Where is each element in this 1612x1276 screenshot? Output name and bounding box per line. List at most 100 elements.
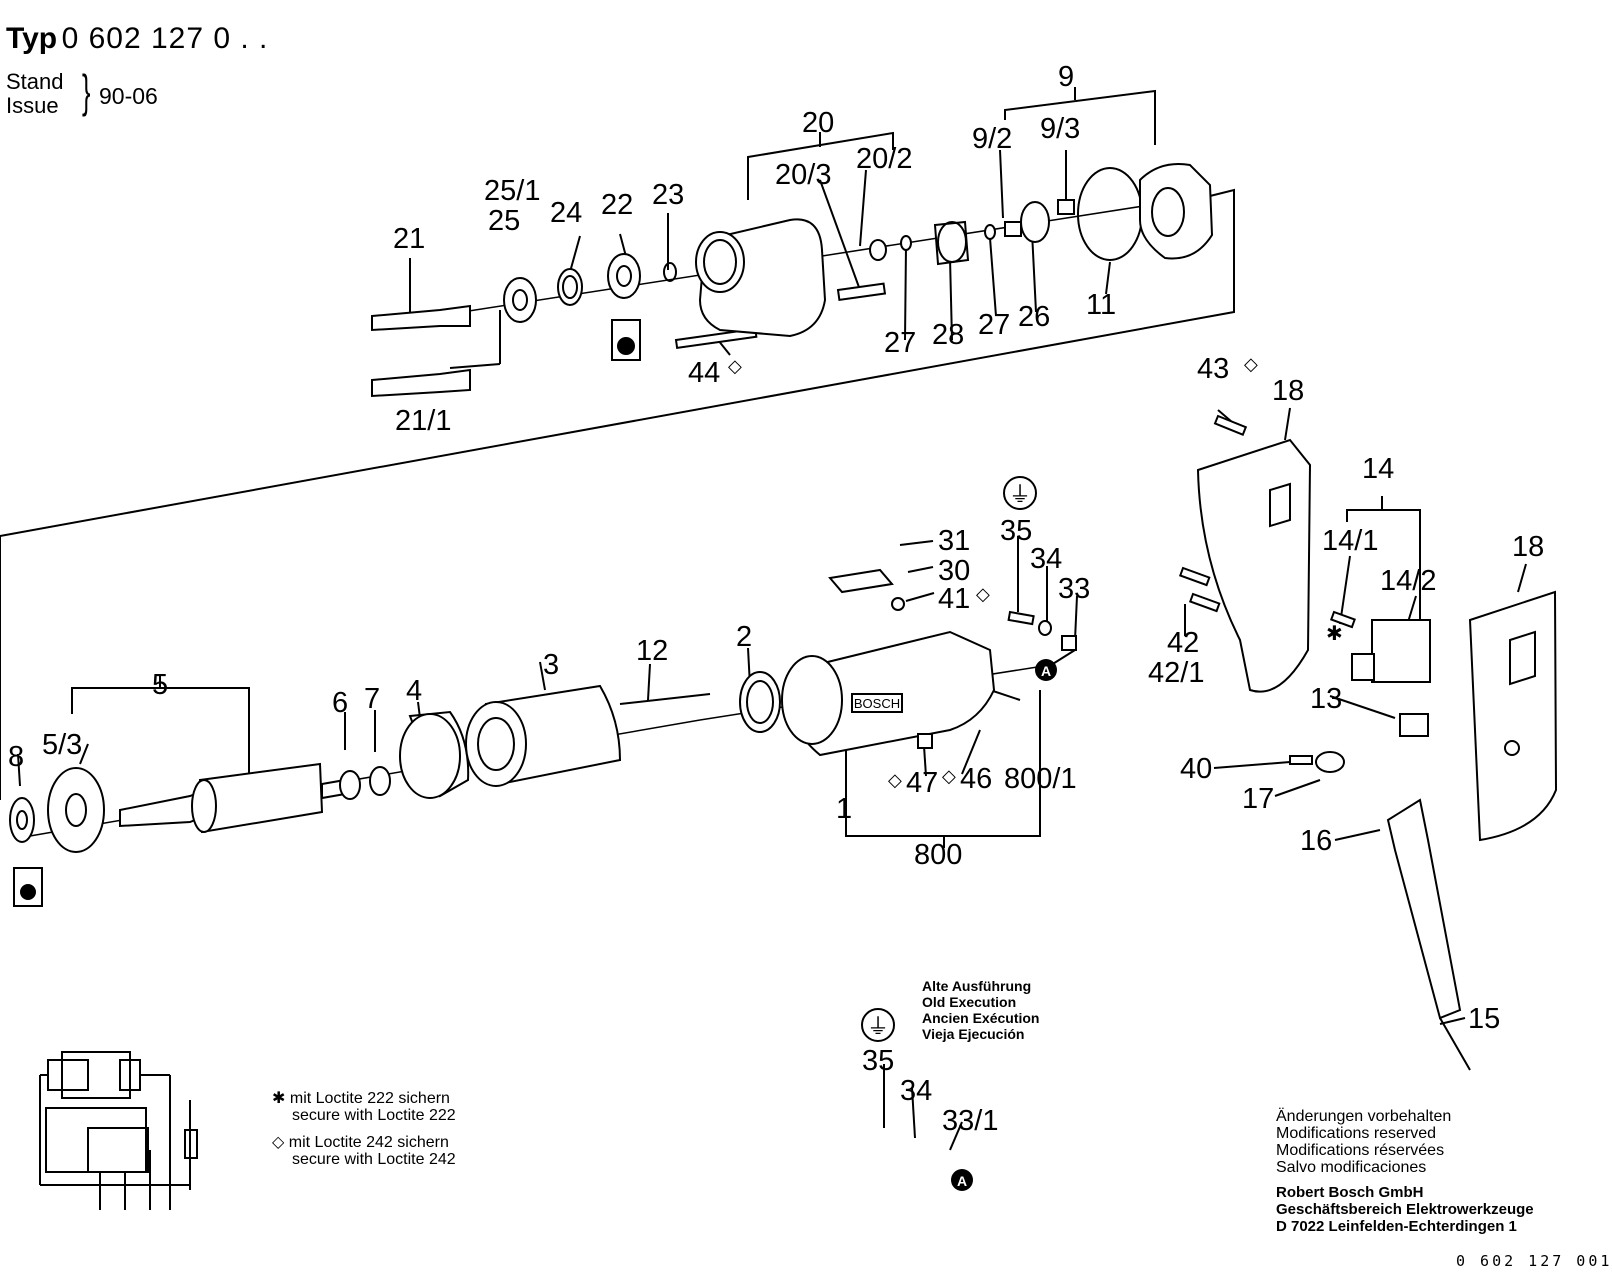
part-label: 15 <box>1468 1003 1500 1035</box>
part-label: 12 <box>636 635 668 667</box>
loctite-242-icon: ◇ <box>942 766 956 787</box>
part-label: 9/2 <box>972 123 1012 155</box>
part-label: 14/2 <box>1380 565 1436 597</box>
part-label: 1 <box>836 793 852 825</box>
old-execution-line: Old Execution <box>922 994 1017 1010</box>
part-label: 17 <box>1242 783 1274 815</box>
spindle-21-1 <box>371 368 471 398</box>
gear-module-parts <box>371 163 1214 398</box>
issue-date: 90-06 <box>99 83 158 109</box>
old-execution-note: Alte Ausführung Old Execution Ancien Exé… <box>922 978 1039 1042</box>
brand-mark: BOSCH <box>854 696 900 711</box>
part-label: 35 <box>1000 515 1032 547</box>
pin-20-3 <box>836 282 887 302</box>
clip-13 <box>1399 713 1429 737</box>
brace-icon: } <box>82 65 91 117</box>
part-label: 27 <box>884 327 916 359</box>
part-label: 14/1 <box>1322 525 1378 557</box>
part-label: 5/3 <box>42 729 82 761</box>
part-label: 21 <box>393 223 425 255</box>
type-number: 0 602 127 0 . . <box>61 22 269 55</box>
screw-41 <box>891 597 905 611</box>
part-labels: 9 9/2 9/3 20 20/3 20/2 25/1 25 24 22 23 … <box>8 61 1544 1137</box>
cable-guard-16 <box>1386 798 1462 1020</box>
part-label: 34 <box>900 1075 932 1107</box>
spindle-21 <box>371 304 471 332</box>
screw-47 <box>917 733 933 749</box>
part-label: 28 <box>932 319 964 351</box>
loctite-note-line: secure with Loctite 242 <box>292 1151 456 1168</box>
company-name: Robert Bosch GmbH <box>1276 1184 1424 1201</box>
typ-label: Typ <box>6 22 58 55</box>
part-label: 33 <box>1058 573 1090 605</box>
part-label: 34 <box>1030 543 1062 575</box>
coil-icon <box>61 1051 131 1099</box>
screw-12 <box>619 693 711 705</box>
loctite-note-line: mit Loctite 242 sichern <box>288 1134 449 1151</box>
modifications-line: Modifications reserved <box>1276 1125 1437 1142</box>
part-label: 20/2 <box>856 143 912 175</box>
handle-half-18-left <box>1196 438 1312 693</box>
old-execution-line: Ancien Exécution <box>922 1010 1040 1026</box>
loctite-242-icon: ◇ <box>888 770 902 791</box>
old-execution-line: Alte Ausführung <box>922 978 1032 994</box>
ground-icon: ⏚ <box>1009 483 1031 508</box>
part-label: 800/1 <box>1004 763 1077 795</box>
company-block: Robert Bosch GmbH Geschäftsbereich Elekt… <box>1276 1184 1534 1235</box>
part-label: 44 <box>688 357 720 389</box>
part-label: 6 <box>332 687 348 719</box>
ref-a-marker: A <box>1041 663 1051 679</box>
motor-parts <box>9 568 1077 907</box>
part-label: 23 <box>652 179 684 211</box>
handle-parts <box>1178 414 1558 1071</box>
part-label: 30 <box>938 555 970 587</box>
part-label: 2 <box>736 621 752 653</box>
part-label: 27 <box>978 309 1010 341</box>
part-label: 24 <box>550 197 582 229</box>
modifications-line: Änderungen vorbehalten <box>1276 1108 1452 1125</box>
part-label: 26 <box>1018 301 1050 333</box>
part-label: 25 <box>488 205 520 237</box>
document-number: 0 602 127 001 <box>1456 1252 1612 1270</box>
header: Typ 0 602 127 0 . . <box>6 22 268 56</box>
part-label: 11 <box>1086 289 1116 321</box>
drawing-lines <box>0 87 1527 1151</box>
loctite-242-icon: ◇ <box>976 584 990 605</box>
stand-label: Stand <box>6 69 64 94</box>
part-label: 33/1 <box>942 1105 998 1137</box>
part-label: 43 <box>1197 353 1229 385</box>
loctite-markers: ◇ ◇ ◇ ◇ ◇ ✱ <box>728 354 1343 791</box>
part-label: 42/1 <box>1148 657 1204 689</box>
part-label: 13 <box>1310 683 1342 715</box>
part-label: 41 <box>938 583 970 615</box>
ground-icon-old: ⏚ <box>867 1015 889 1040</box>
gear-module-frame <box>0 188 1235 537</box>
handle-half-18-right <box>1468 590 1558 842</box>
part-label: 31 <box>938 525 970 557</box>
part-label: 9/3 <box>1040 113 1080 145</box>
fan-5-3 <box>47 767 105 853</box>
company-address: D 7022 Leinfelden-Echterdingen 1 <box>1276 1218 1517 1235</box>
part-label: 35 <box>862 1045 894 1077</box>
clamp-33 <box>1061 635 1077 651</box>
part-label: 22 <box>601 189 633 221</box>
company-division: Geschäftsbereich Elektrowerkzeuge <box>1276 1201 1534 1218</box>
screw-35 <box>1007 610 1035 626</box>
loctite-242-icon: ◇ <box>1244 354 1258 375</box>
part-label: 8 <box>8 741 24 773</box>
part-label: 14 <box>1362 453 1394 485</box>
part-label: 18 <box>1512 531 1544 563</box>
loctite-222-icon: ✱ <box>272 1090 286 1107</box>
ground-symbols: ⏚ ⏚ A A BOSCH <box>854 476 1057 1191</box>
part-label: 5 <box>152 669 168 701</box>
part-label: 40 <box>1180 753 1212 785</box>
modifications-notice: Änderungen vorbehalten Modifications res… <box>1276 1108 1451 1176</box>
part-label: 18 <box>1272 375 1304 407</box>
part-label: 25/1 <box>484 175 540 207</box>
part-label: 16 <box>1300 825 1332 857</box>
part-label: 4 <box>406 675 422 707</box>
issue-label: Issue <box>6 93 59 118</box>
loctite-note-line: mit Loctite 222 sichern <box>289 1090 450 1107</box>
modifications-line: Modifications réservées <box>1276 1142 1445 1159</box>
